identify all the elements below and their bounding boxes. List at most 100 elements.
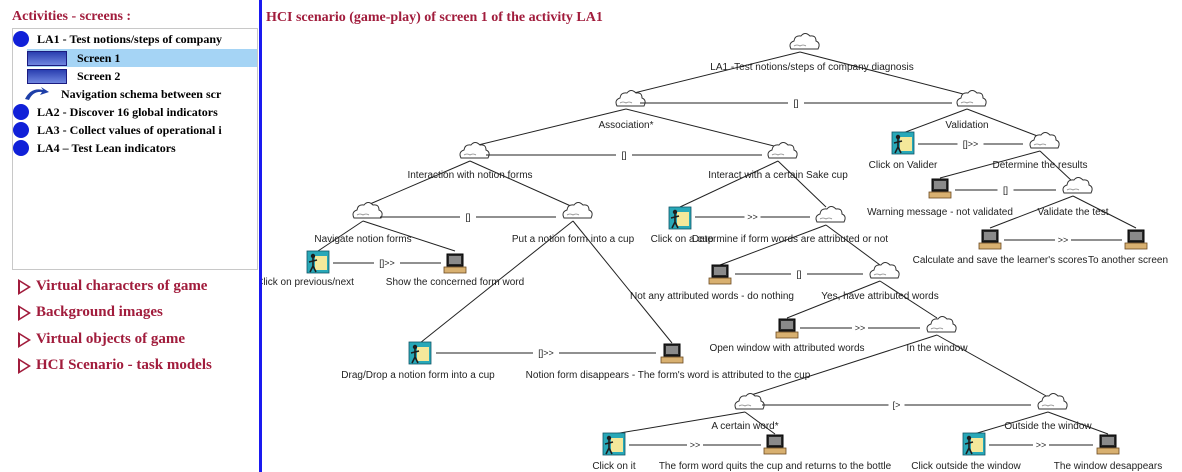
- task-label: Drag/Drop a notion form into a cup: [341, 370, 495, 381]
- temporal-operator: []>>: [538, 348, 554, 358]
- tree-item-label: LA3 - Collect values of operational i: [37, 122, 222, 137]
- temporal-operator: >>: [747, 212, 758, 222]
- blue-dot-icon: [13, 122, 29, 138]
- click-outside-icon[interactable]: [962, 432, 986, 456]
- task-label: The window desappears: [1054, 461, 1162, 472]
- tree-edge: [317, 220, 364, 252]
- tree-edge: [777, 160, 827, 208]
- abstract-task-icon[interactable]: [815, 206, 846, 223]
- tree-edge: [902, 108, 968, 134]
- system-task-icon[interactable]: [978, 229, 1002, 250]
- tree-item-label: LA1 - Test notions/steps of company: [37, 31, 223, 46]
- link-virtual-characters[interactable]: Virtual characters of game: [18, 278, 207, 295]
- tree-edge: [1047, 411, 1109, 435]
- warning-system-icon[interactable]: [928, 178, 952, 199]
- tree-edge: [786, 280, 881, 319]
- task-label: Outside the window: [1004, 421, 1092, 432]
- link-label: Virtual characters of game: [36, 278, 208, 294]
- tree-edge: [1039, 150, 1074, 183]
- blue-dot-icon: [13, 31, 29, 47]
- task-label: Show the concerned form word: [386, 277, 524, 288]
- click-prev-next-icon[interactable]: [306, 250, 330, 274]
- temporal-operator: []>>: [963, 139, 979, 149]
- link-background-images[interactable]: Background images: [18, 304, 163, 321]
- abstract-task-icon[interactable]: [615, 90, 646, 107]
- system-task-icon[interactable]: [775, 318, 799, 339]
- tree-edge: [966, 108, 1041, 138]
- task-label: Warning message - not validated: [867, 207, 1013, 218]
- temporal-operator: [>: [893, 400, 901, 410]
- abstract-task-icon[interactable]: [734, 393, 765, 410]
- tree-edge: [625, 108, 779, 148]
- tree-edge: [936, 334, 1049, 398]
- triangle-right-icon: [18, 304, 31, 321]
- tree-edge: [744, 334, 938, 398]
- triangle-right-icon: [18, 331, 31, 348]
- abstract-task-icon[interactable]: [956, 90, 987, 107]
- screen-thumbnail-icon: [27, 68, 67, 84]
- link-label: Background images: [36, 304, 163, 320]
- abstract-task-icon[interactable]: [869, 262, 900, 279]
- abstract-task-icon[interactable]: [926, 316, 957, 333]
- tree-item-la1[interactable]: LA1 - Test notions/steps of company: [13, 30, 222, 48]
- abstract-task-icon[interactable]: [562, 202, 593, 219]
- task-label: Open window with attributed words: [709, 343, 864, 354]
- abstract-task-icon[interactable]: [1062, 177, 1093, 194]
- tree-item-label: Screen 1: [77, 50, 121, 65]
- click-valider-icon[interactable]: [891, 131, 915, 155]
- abstract-task-icon[interactable]: [1037, 393, 1068, 410]
- navigation-schema-icon: [25, 87, 49, 100]
- hci-scenario-panel: HCI scenario (game-play) of screen 1 of …: [262, 0, 1182, 472]
- abstract-task-icon[interactable]: [767, 142, 798, 159]
- abstract-task-icon[interactable]: [1029, 132, 1060, 149]
- tree-edge: [572, 220, 673, 344]
- system-task-icon[interactable]: [660, 343, 684, 364]
- triangle-right-icon: [18, 278, 31, 295]
- task-label: Calculate and save the learner's scores: [913, 255, 1088, 266]
- tree-item-la2[interactable]: LA2 - Discover 16 global indicators: [13, 103, 218, 121]
- task-label: Not any attributed words - do nothing: [630, 291, 794, 302]
- abstract-task-icon[interactable]: [352, 202, 383, 219]
- triangle-right-icon: [18, 357, 31, 374]
- blue-dot-icon: [13, 104, 29, 120]
- temporal-operator: []: [621, 150, 626, 160]
- temporal-operator: >>: [1036, 440, 1047, 450]
- tree-item-label: LA2 - Discover 16 global indicators: [37, 104, 218, 119]
- temporal-operator: >>: [1058, 235, 1069, 245]
- system-task-icon[interactable]: [708, 264, 732, 285]
- task-label: Association*: [598, 120, 653, 131]
- tree-item-navigation-schema[interactable]: Navigation schema between scr: [23, 85, 221, 103]
- task-model-diagram: LA1 -Test notions/steps of company diagn…: [262, 33, 1168, 472]
- drag-drop-icon[interactable]: [408, 341, 432, 365]
- tree-item-la4[interactable]: LA4 – Test Lean indicators: [13, 139, 176, 157]
- activities-tree[interactable]: LA1 - Test notions/steps of company Scre…: [12, 28, 258, 270]
- tree-edge: [799, 51, 968, 96]
- tree-edge: [469, 160, 574, 208]
- tree-item-screen-1[interactable]: Screen 1: [27, 49, 257, 67]
- root-task-icon[interactable]: [789, 33, 820, 50]
- task-label: The form word quits the cup and returns …: [659, 461, 892, 472]
- link-virtual-objects[interactable]: Virtual objects of game: [18, 331, 185, 348]
- tree-edge: [719, 224, 827, 266]
- temporal-operator: []: [1003, 185, 1008, 195]
- link-label: Virtual objects of game: [36, 331, 185, 347]
- abstract-task-icon[interactable]: [459, 142, 490, 159]
- click-cup-icon[interactable]: [668, 206, 692, 230]
- tree-edge: [973, 411, 1049, 435]
- tree-item-screen-2[interactable]: Screen 2: [27, 67, 120, 85]
- system-task-icon[interactable]: [763, 434, 787, 455]
- tree-item-la3[interactable]: LA3 - Collect values of operational i: [13, 121, 222, 139]
- task-label: To another screen: [1088, 255, 1168, 266]
- system-task-icon[interactable]: [1096, 434, 1120, 455]
- click-on-it-icon[interactable]: [602, 432, 626, 456]
- task-label: Validation: [945, 120, 988, 131]
- temporal-operator: >>: [855, 323, 866, 333]
- tree-edge: [825, 224, 881, 266]
- tree-edge: [362, 220, 456, 252]
- temporal-operator: []: [465, 212, 470, 222]
- system-task-icon[interactable]: [443, 253, 467, 274]
- tree-edge: [419, 220, 574, 344]
- system-task-icon[interactable]: [1124, 229, 1148, 250]
- link-hci-scenario[interactable]: HCI Scenario - task models: [18, 357, 212, 374]
